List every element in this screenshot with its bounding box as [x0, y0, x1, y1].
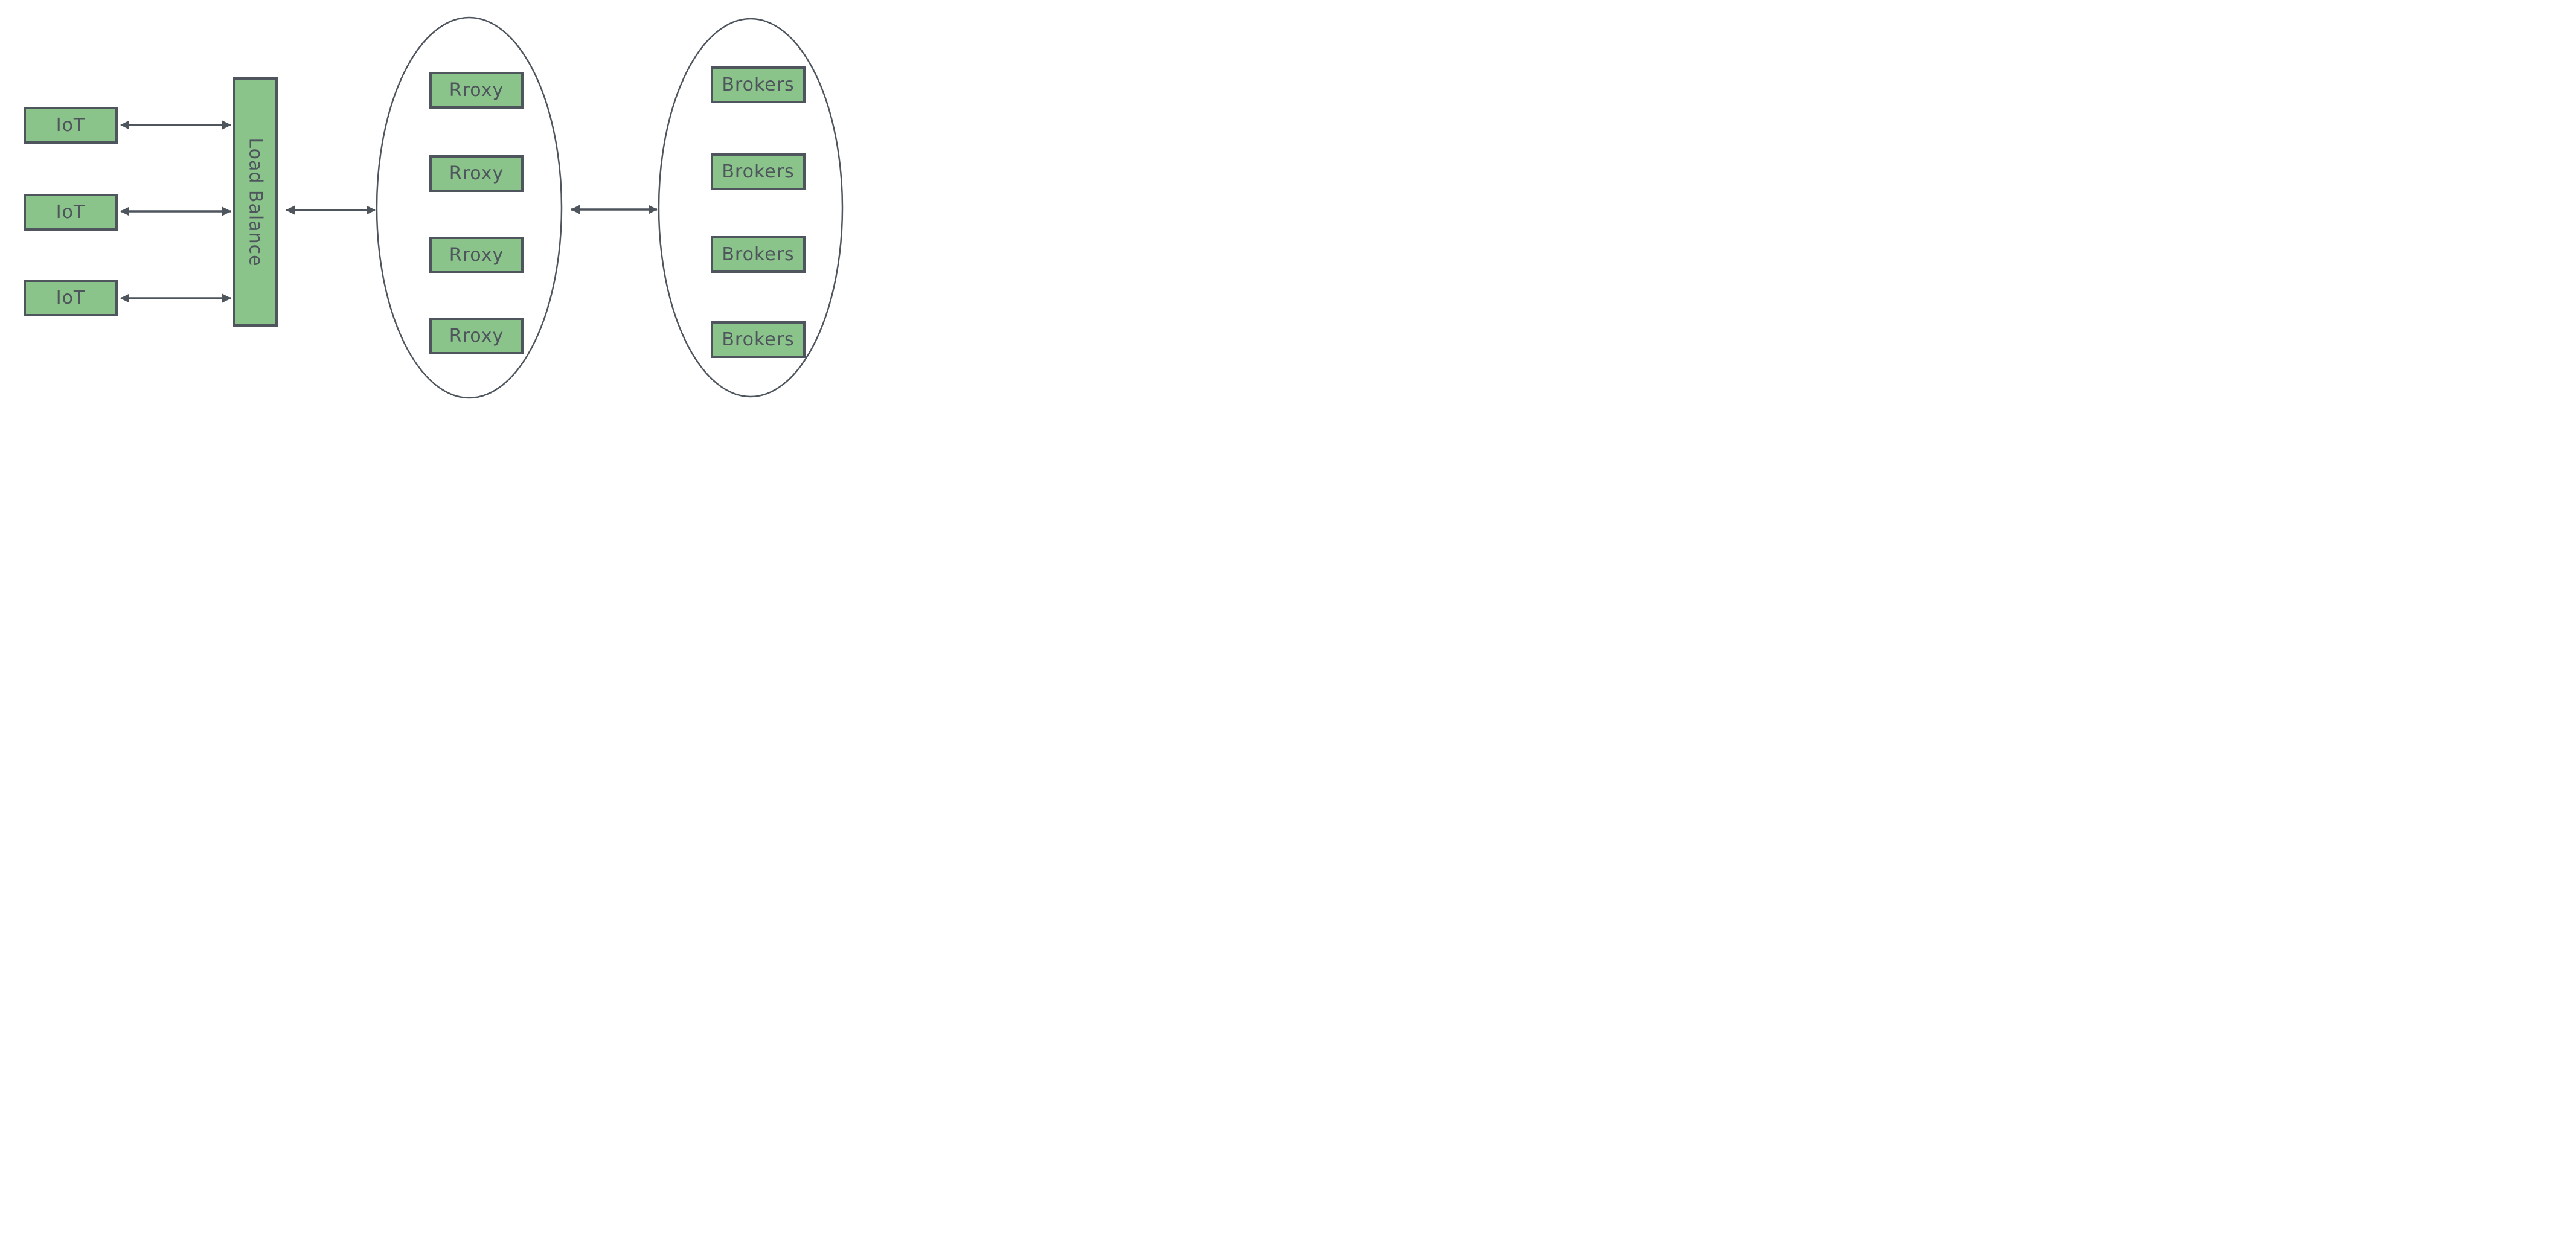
node-brokers-4: Brokers — [711, 321, 806, 358]
node-brokers-1: Brokers — [711, 66, 806, 103]
node-load-balance: Load Balance — [233, 77, 278, 327]
diagram-wires-layer — [120, 16, 844, 399]
node-proxy-3: Rroxy — [429, 237, 524, 273]
node-proxy-1: Rroxy — [429, 72, 524, 109]
node-brokers-3-label: Brokers — [722, 243, 795, 265]
node-iot-1: IoT — [24, 107, 118, 144]
node-iot-1-label: IoT — [56, 114, 86, 136]
node-brokers-4-label: Brokers — [722, 328, 795, 350]
broker-cluster-ellipse — [658, 18, 844, 398]
node-brokers-1-label: Brokers — [722, 74, 795, 95]
proxy-cluster-ellipse — [376, 16, 563, 399]
node-brokers-2-label: Brokers — [722, 161, 795, 182]
node-proxy-2-label: Rroxy — [449, 162, 504, 184]
node-proxy-4-label: Rroxy — [449, 325, 504, 347]
node-brokers-2: Brokers — [711, 153, 806, 190]
node-iot-3: IoT — [24, 280, 118, 316]
node-brokers-3: Brokers — [711, 236, 806, 273]
node-proxy-1-label: Rroxy — [449, 79, 504, 101]
node-iot-2-label: IoT — [56, 201, 86, 223]
node-proxy-2: Rroxy — [429, 155, 524, 192]
node-proxy-4: Rroxy — [429, 318, 524, 354]
diagram-canvas: IoT IoT IoT Load Balance Rroxy Rroxy Rro… — [0, 0, 859, 420]
node-iot-3-label: IoT — [56, 287, 86, 309]
node-proxy-3-label: Rroxy — [449, 244, 504, 266]
node-iot-2: IoT — [24, 194, 118, 231]
node-load-balance-label: Load Balance — [245, 137, 266, 267]
